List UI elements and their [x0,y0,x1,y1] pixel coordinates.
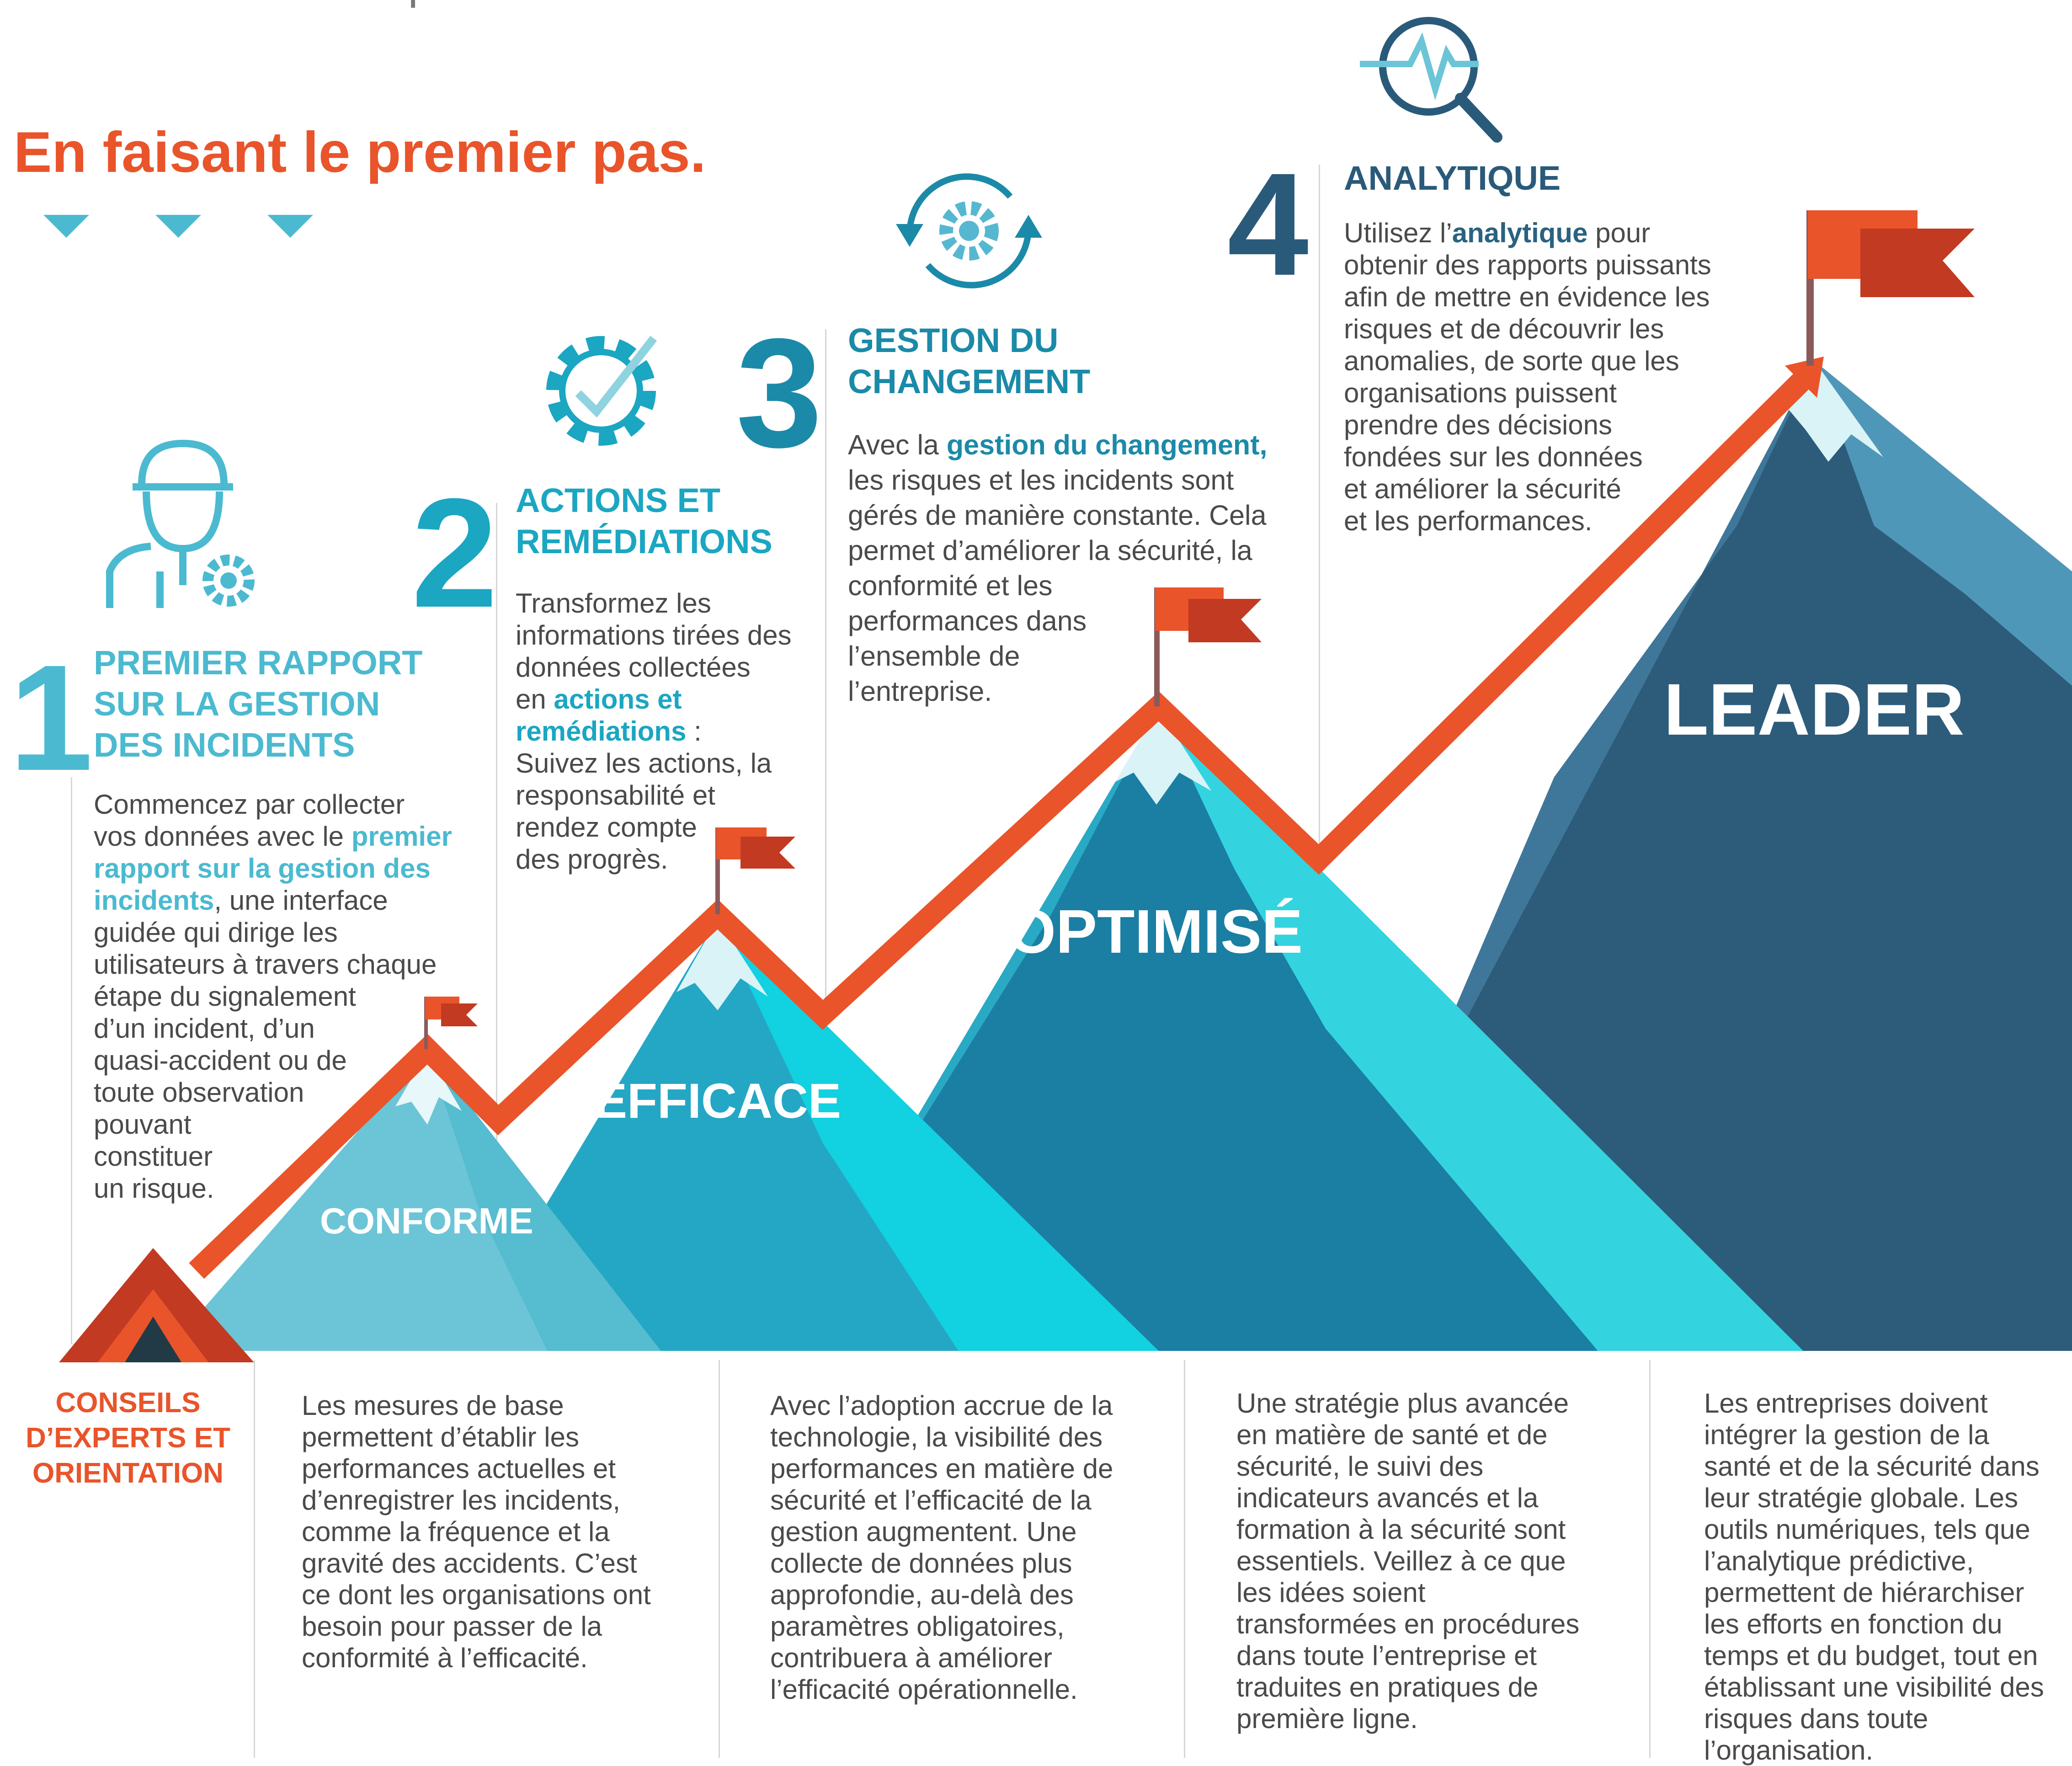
gear-check-icon [546,336,657,446]
step-number-3: 3 [736,306,823,480]
step-number-2: 2 [411,466,498,640]
bottom-column-3: Une stratégie plus avancée en matière de… [1236,1388,1580,1734]
chevron-down-icon [267,215,313,238]
flag-icon [715,827,795,914]
path-line [189,364,1818,1279]
divider [1184,1360,1185,1758]
step-title-1: PREMIER RAPPORT SUR LA GESTION DES INCID… [94,644,423,764]
divider [254,1360,255,1758]
step-title-4: ANALYTIQUE [1344,159,1561,197]
step-title-3: GESTION DU CHANGEMENT [848,321,1091,400]
divider [1319,165,1320,850]
step-body-2: Transformez les informations tirées des … [516,588,792,875]
step-body-4: Utilisez l’analytique pour obtenir des r… [1344,218,1711,536]
analytics-magnifier-icon [1360,17,1502,143]
divider [825,329,826,1061]
worker-gear-icon [106,439,255,608]
bottom-column-2: Avec l’adoption accrue de la technologie… [770,1390,1113,1705]
mountain-label-leader: LEADER [1664,668,1965,750]
gear-cycle-icon [896,173,1042,288]
step-body-1: Commencez par collecter vos données avec… [94,789,452,1204]
flag-icon [1154,587,1262,706]
bottom-column-4: Les entreprises doivent intégrer la gest… [1704,1388,2044,1766]
mountains-illustration [59,210,2072,1362]
chevron-down-icon [155,215,201,238]
flag-icon [1806,210,1975,366]
page-subtitle: En faisant le premier pas. [14,121,706,184]
chevron-down-icon [43,215,89,238]
page-question: le sommet de leur parcours de maturité ? [32,0,865,9]
divider [1649,1360,1651,1758]
arrow-head-icon [1785,357,1824,398]
bottom-label: CONSEILS D’EXPERTS ET ORIENTATION [26,1387,230,1489]
divider [719,1360,720,1758]
step-title-2: ACTIONS ET REMÉDIATIONS [516,481,772,560]
mountain-label-efficace: EFFICACE [594,1073,841,1128]
mountain-label-optimise: OPTIMISÉ [1008,897,1303,966]
flag-icon [424,997,478,1049]
bottom-column-1: Les mesures de base permettent d’établir… [302,1390,651,1673]
divider [496,503,497,1326]
mountain-label-conforme: CONFORME [320,1200,533,1241]
step-number-1: 1 [9,633,93,802]
divider [71,777,72,1344]
step-number-4: 4 [1227,142,1309,306]
step-body-3: Avec la gestion du changement, les risqu… [848,429,1268,707]
chevron-down-icons [43,215,313,238]
